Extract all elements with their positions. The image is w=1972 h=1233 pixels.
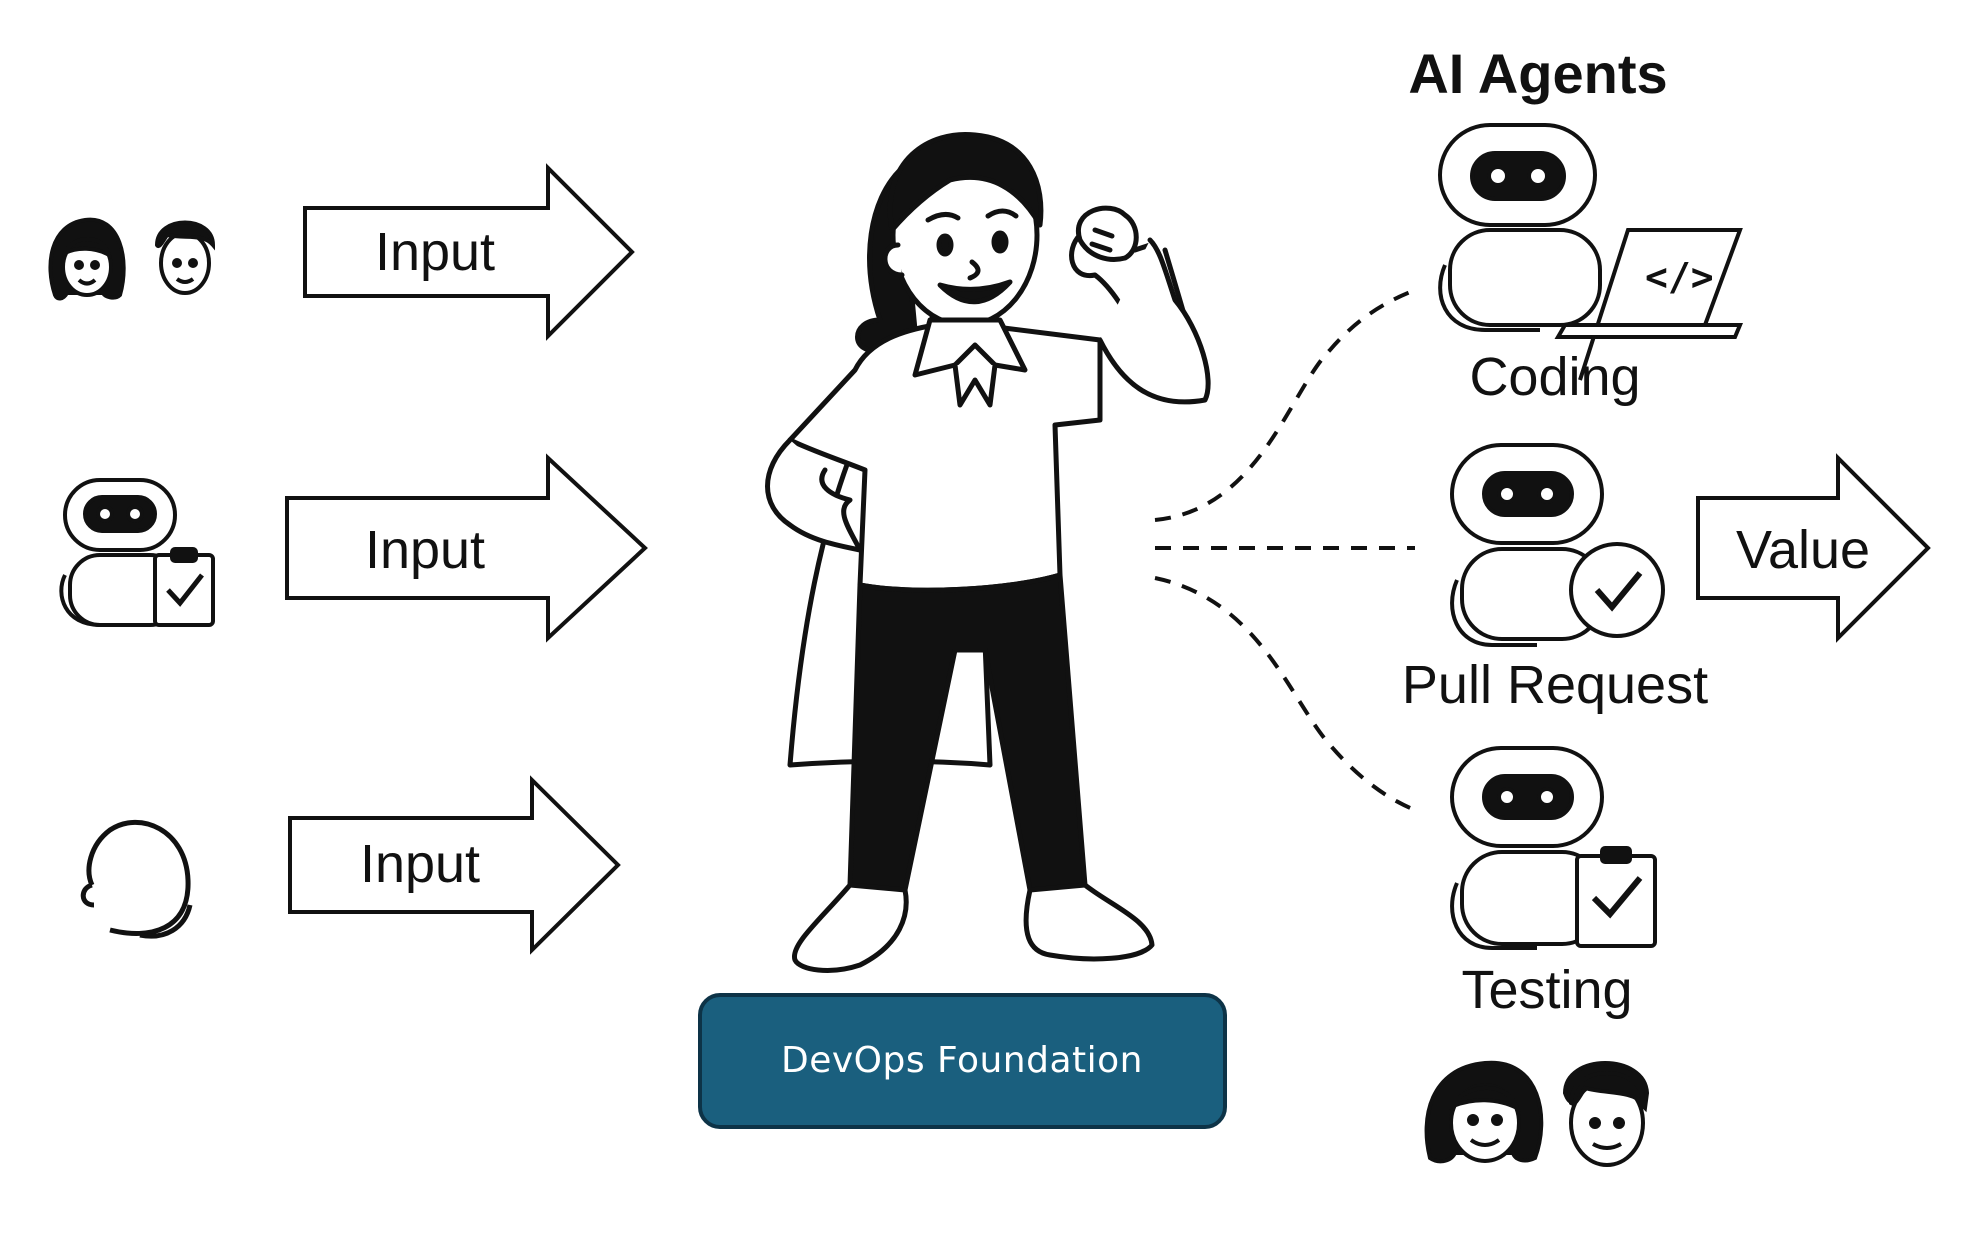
devops-foundation-label: DevOps Foundation xyxy=(781,1040,1143,1081)
agent-label-testing: Testing xyxy=(1461,960,1632,1020)
input-arrow-1-label: Input xyxy=(375,222,495,282)
robot-with-clipboard-icon xyxy=(59,478,215,627)
svg-text:</>: </> xyxy=(1645,255,1714,299)
agent-label-coding: Coding xyxy=(1469,347,1640,407)
input-arrow-2: Input xyxy=(285,453,648,643)
devops-foundation-block: DevOps Foundation xyxy=(698,993,1227,1129)
two-people-icon xyxy=(1424,1060,1650,1167)
agent-label-pull-request: Pull Request xyxy=(1402,655,1708,715)
superhero-developer-icon xyxy=(765,131,1211,973)
robot-with-laptop-icon: </> xyxy=(1438,123,1743,381)
value-arrow: Value xyxy=(1696,453,1931,643)
input-arrow-2-label: Input xyxy=(365,520,485,580)
value-arrow-label: Value xyxy=(1736,520,1870,580)
connector-to-testing xyxy=(1154,576,1416,812)
input-arrow-1: Input xyxy=(303,163,635,341)
ai-agents-title: AI Agents xyxy=(1408,42,1667,105)
dashed-connectors xyxy=(1154,288,1416,812)
input-arrow-3: Input xyxy=(288,775,621,955)
connector-to-coding xyxy=(1154,288,1416,522)
head-silhouette-icon xyxy=(80,819,193,939)
input-arrow-3-label: Input xyxy=(360,834,480,894)
robot-with-checkmark-icon xyxy=(1450,443,1665,647)
two-people-icon xyxy=(48,217,216,301)
robot-with-clipboard-icon xyxy=(1450,746,1657,950)
